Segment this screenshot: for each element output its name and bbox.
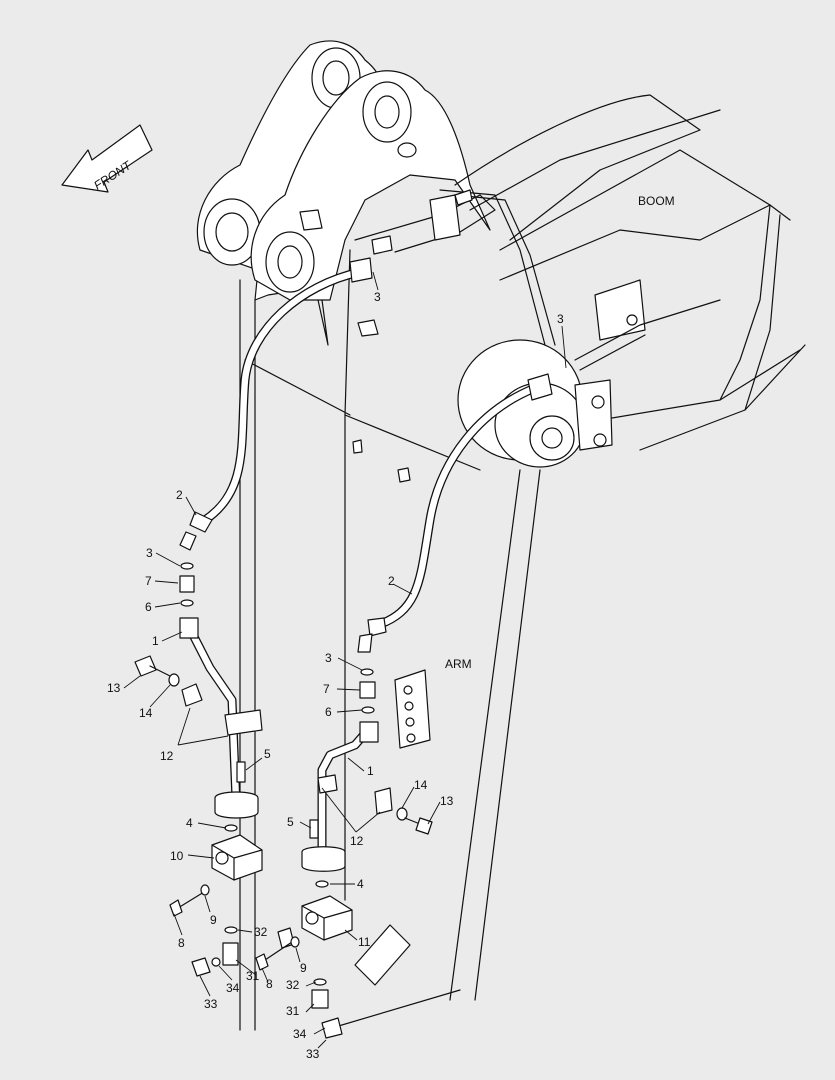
callout-3-boom: 3: [374, 290, 381, 304]
callout-1-right: 1: [367, 764, 374, 778]
callout-3-pivot: 3: [557, 312, 564, 326]
callout-9-left: 9: [210, 913, 217, 927]
callout-numbers: 3 3 2 3 7 6 1 13 14 12 5 4 10 9 8 32 31 …: [107, 290, 564, 1061]
callout-12-left: 12: [160, 749, 174, 763]
callout-6-left: 6: [145, 600, 152, 614]
callout-33-right: 33: [306, 1047, 320, 1061]
callout-34-left: 34: [226, 981, 240, 995]
callout-11: 11: [358, 935, 371, 949]
boom-arm-structure: [196, 40, 806, 1031]
callout-5-left: 5: [264, 747, 271, 761]
callout-1-left: 1: [152, 634, 159, 648]
callout-7-left: 7: [145, 574, 152, 588]
callout-13-right: 13: [440, 794, 454, 808]
callout-14-left: 14: [139, 706, 153, 720]
boom-label: BOOM: [638, 194, 675, 208]
callout-4-right: 4: [357, 877, 364, 891]
callout-14-right: 14: [414, 778, 428, 792]
callout-31-left: 31: [246, 969, 260, 983]
callout-32-left: 32: [254, 925, 268, 939]
callout-32-right: 32: [286, 978, 300, 992]
callout-10: 10: [170, 849, 184, 863]
callout-2-right: 2: [388, 574, 395, 588]
callout-34-right: 34: [293, 1027, 307, 1041]
callout-9-right: 9: [300, 961, 307, 975]
callout-7-right: 7: [323, 682, 330, 696]
callout-2-left: 2: [176, 488, 183, 502]
front-direction-arrow: FRONT: [61, 124, 153, 193]
callout-3-right: 3: [325, 651, 332, 665]
callout-3-left: 3: [146, 546, 153, 560]
callout-33-left: 33: [204, 997, 218, 1011]
callout-6-right: 6: [325, 705, 332, 719]
callout-leaders: [123, 271, 567, 1049]
right-hose: [357, 373, 553, 653]
callout-8-right: 8: [266, 977, 273, 991]
arm-label: ARM: [445, 657, 472, 671]
left-hose: [179, 257, 373, 551]
callout-31-right: 31: [286, 1004, 300, 1018]
callout-12-right: 12: [350, 834, 364, 848]
callout-8-left: 8: [178, 936, 185, 950]
right-pipe-assembly: [255, 668, 433, 1039]
left-pipe-assembly: [134, 562, 263, 977]
callout-5-right: 5: [287, 815, 294, 829]
callout-13-left: 13: [107, 681, 121, 695]
callout-4-left: 4: [186, 816, 193, 830]
